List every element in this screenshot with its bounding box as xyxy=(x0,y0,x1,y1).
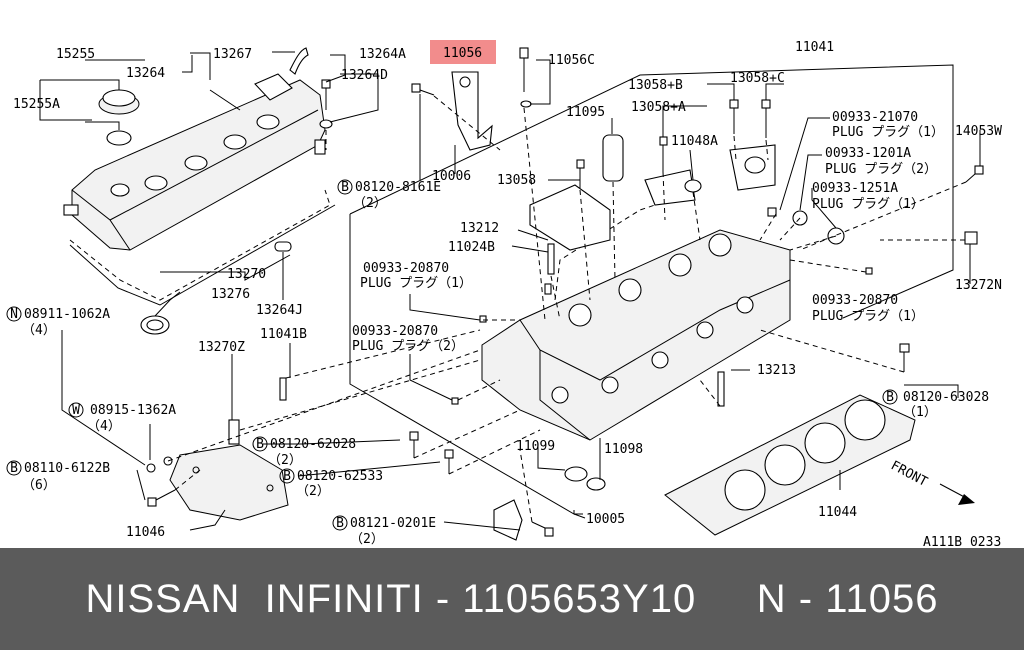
label-08110-6122b: 08110-6122B xyxy=(24,461,110,476)
drawing-code: A111B 0233 xyxy=(923,535,1001,548)
label-11046: 11046 xyxy=(126,525,165,540)
label-00933-1251a: 00933-1251A xyxy=(812,181,898,196)
label-14053w: 14053W xyxy=(955,124,1002,139)
label-00933-21070: 00933-21070 xyxy=(832,110,918,125)
label-10005: 10005 xyxy=(586,512,625,527)
badge-w-1362a: W xyxy=(72,403,80,418)
front-arrow-icon xyxy=(939,483,975,505)
label-08120-62533: 08120-62533 xyxy=(297,469,383,484)
label-11098: 11098 xyxy=(604,442,643,457)
label-13264a: 13264A xyxy=(359,47,406,62)
breather-hose-icon xyxy=(289,47,309,75)
label-15255a: 15255A xyxy=(13,97,60,112)
label-13213: 13213 xyxy=(757,363,796,378)
label-08120-62028: 08120-62028 xyxy=(270,437,356,452)
label-10006: 10006 xyxy=(432,169,471,184)
label-13212: 13212 xyxy=(460,221,499,236)
head-gasket xyxy=(664,394,916,536)
label-11056c: 11056C xyxy=(548,53,595,68)
label-qty-2-a: （2） xyxy=(353,196,387,211)
label-11024b: 11024B xyxy=(448,240,495,255)
label-qty-6: （6） xyxy=(22,478,56,493)
label-qty-2-b: （2） xyxy=(268,453,302,468)
label-13276: 13276 xyxy=(211,287,250,302)
label-13058: 13058 xyxy=(497,173,536,188)
label-qty-4-b: （4） xyxy=(87,419,121,434)
oil-filler-cap xyxy=(98,89,170,335)
badge-b-0201e: B xyxy=(336,516,344,531)
label-13264d: 13264D xyxy=(341,68,388,83)
label-plug-1-d: PLUG プラグ（1） xyxy=(812,309,924,324)
label-08121-0201e: 08121-0201E xyxy=(350,516,436,531)
badge-b-8161e: B xyxy=(341,180,349,195)
badge-b-6122b: B xyxy=(10,461,18,476)
part-labels: 15255 13267 13264A 11056 11041 13264 132… xyxy=(13,40,1002,548)
label-11095: 11095 xyxy=(566,105,605,120)
parts-diagram: B N W B B B B B 15255 13267 13264A 11056… xyxy=(6,40,1003,548)
label-00933-20870-c: 00933-20870 xyxy=(352,324,438,339)
banner-text: NISSAN INFINITI - 1105653Y10 N - 11056 xyxy=(85,576,939,621)
dashed-leaders xyxy=(167,95,967,523)
label-13058b: 13058+B xyxy=(628,78,683,93)
label-00933-20870-a: 00933-20870 xyxy=(363,261,449,276)
badge-n-1062a: N xyxy=(10,307,18,322)
camshaft-brackets xyxy=(529,144,776,251)
badge-b-63028: B xyxy=(886,390,894,405)
part-number-banner: NISSAN INFINITI - 1105653Y10 N - 11056 xyxy=(0,548,1024,650)
label-plug-1-c: PLUG プラグ（1） xyxy=(360,276,472,291)
assembly-outline xyxy=(349,64,954,515)
label-13264j: 13264J xyxy=(256,303,303,318)
label-00933-20870-b: 00933-20870 xyxy=(812,293,898,308)
label-13264: 13264 xyxy=(126,66,165,81)
label-11099: 11099 xyxy=(516,439,555,454)
rocker-cover-gasket xyxy=(69,189,336,306)
label-qty-2-c: （2） xyxy=(296,484,330,499)
label-plug-2-b: PLUG プラグ（2） xyxy=(352,339,464,354)
badge-b-62028: B xyxy=(256,437,264,452)
badge-b-62533: B xyxy=(283,469,291,484)
label-13272n: 13272N xyxy=(955,278,1002,293)
label-qty-2-d: （2） xyxy=(350,532,384,547)
highlight-box xyxy=(430,40,496,64)
plugs-and-tubes xyxy=(146,134,978,491)
bolts xyxy=(147,47,984,537)
label-13267: 13267 xyxy=(213,47,252,62)
brackets xyxy=(451,71,523,541)
label-08915-1362a: 08915-1362A xyxy=(90,403,176,418)
rocker-cover xyxy=(63,73,326,251)
label-13270z: 13270Z xyxy=(198,340,245,355)
cylinder-head xyxy=(481,189,791,441)
label-plug-1-b: PLUG プラグ（1） xyxy=(812,197,924,212)
label-11044: 11044 xyxy=(818,505,857,520)
label-11056: 11056 xyxy=(443,46,482,61)
label-00933-1201a: 00933-1201A xyxy=(825,146,911,161)
label-11048a: 11048A xyxy=(671,134,718,149)
label-11041b: 11041B xyxy=(260,327,307,342)
prefix-badges: B N W B B B B B xyxy=(6,179,898,531)
water-outlet-cover xyxy=(169,444,289,521)
solid-leaders xyxy=(39,51,981,531)
label-15255: 15255 xyxy=(56,47,95,62)
label-11041: 11041 xyxy=(795,40,834,55)
label-08911-1062a: 08911-1062A xyxy=(24,307,110,322)
front-label: FRONT xyxy=(888,458,930,490)
label-plug-2-a: PLUG プラグ（2） xyxy=(825,162,937,177)
label-qty-4-a: （4） xyxy=(22,323,56,338)
label-plug-1-a: PLUG プラグ（1） xyxy=(832,125,944,140)
label-08120-63028: 08120-63028 xyxy=(903,390,989,405)
label-13058a: 13058+A xyxy=(631,100,686,115)
label-qty-1-a: （1） xyxy=(903,405,937,420)
label-13270: 13270 xyxy=(227,267,266,282)
label-13058c: 13058+C xyxy=(730,71,785,86)
label-08120-8161e: 08120-8161E xyxy=(355,180,441,195)
